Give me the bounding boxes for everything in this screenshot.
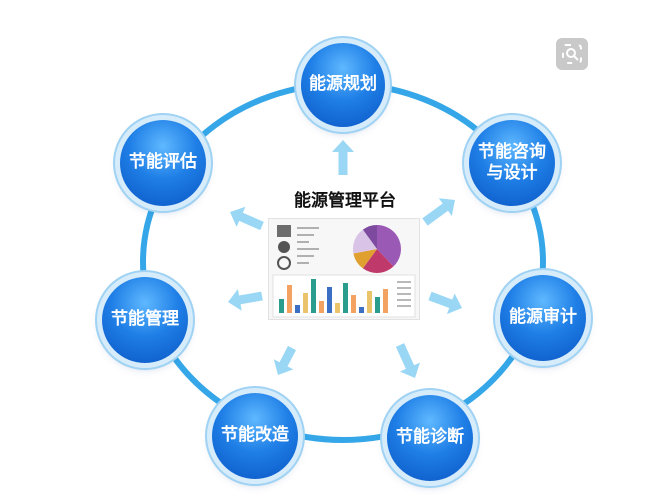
timer-icon (277, 256, 291, 270)
node-label: 节能改造 (221, 425, 289, 446)
clock-icon (278, 241, 290, 253)
legend-line (297, 255, 314, 257)
bar-mark (327, 287, 332, 313)
bar-mark (367, 291, 372, 313)
legend-line (297, 241, 309, 243)
node-label-line: 节能咨询 (478, 141, 546, 162)
pie-slice (377, 225, 401, 267)
pie-slice (353, 249, 377, 269)
bar-mark (295, 305, 300, 313)
zoom-icon (562, 44, 582, 64)
arrow-lower-right (395, 343, 420, 378)
bar-mark (311, 279, 316, 313)
bar-mark (303, 293, 308, 313)
bar-mark (359, 307, 364, 313)
legend-line (297, 262, 309, 264)
center-title: 能源管理平台 (294, 191, 396, 211)
arrow-lower-left (273, 345, 296, 375)
dashboard-graphics (272, 225, 416, 318)
node-label: 节能诊断 (396, 427, 464, 448)
node-energy-audit: 能源审计 (500, 275, 586, 361)
zoom-button[interactable] (556, 38, 588, 70)
bar-mark (279, 299, 284, 313)
pie-slice (362, 225, 377, 249)
arrow-upper-right (422, 198, 455, 226)
node-label-line: 与设计 (486, 163, 538, 183)
node-label-line: 能源规划 (309, 74, 377, 95)
bar-mark (335, 303, 340, 313)
node-label: 节能管理 (111, 309, 179, 330)
node-label-line: 能源审计 (509, 307, 577, 328)
node-label: 能源审计 (509, 307, 577, 328)
legend-line (297, 248, 319, 250)
pie-slice (362, 249, 394, 273)
node-label: 节能评估 (129, 152, 197, 173)
bar-mark (343, 283, 348, 313)
dashboard-thumbnail (268, 218, 420, 320)
legend-line (297, 227, 319, 229)
node-label: 节能咨询与设计 (478, 142, 546, 185)
bar-mark (383, 289, 388, 313)
legend-line (397, 281, 411, 283)
node-energy-evaluation: 节能评估 (120, 120, 206, 206)
bar-mark (319, 301, 324, 313)
legend-line (397, 287, 411, 289)
arrow-right (428, 291, 462, 315)
bar-mark (287, 285, 292, 313)
legend-line (397, 305, 411, 307)
meter-icon (277, 225, 291, 237)
node-energy-retrofit: 节能改造 (212, 393, 298, 479)
node-energy-management: 节能管理 (102, 277, 188, 363)
node-label-line: 节能评估 (129, 152, 197, 173)
legend-line (297, 234, 314, 236)
node-energy-consulting-design: 节能咨询与设计 (469, 120, 555, 206)
node-label: 能源规划 (309, 74, 377, 95)
node-label-line: 节能管理 (111, 309, 179, 330)
node-label-line: 节能诊断 (396, 427, 464, 448)
arrow-up (332, 140, 354, 175)
node-energy-diagnosis: 节能诊断 (387, 395, 473, 481)
pie-slice (352, 229, 377, 254)
legend-line (397, 293, 411, 295)
legend-line (397, 299, 411, 301)
node-energy-planning: 能源规划 (301, 43, 385, 127)
arrow-upper-left (230, 206, 264, 231)
bar-mark (351, 295, 356, 313)
node-label-line: 节能改造 (221, 425, 289, 446)
arrow-left (228, 289, 263, 311)
bar-mark (375, 297, 380, 313)
